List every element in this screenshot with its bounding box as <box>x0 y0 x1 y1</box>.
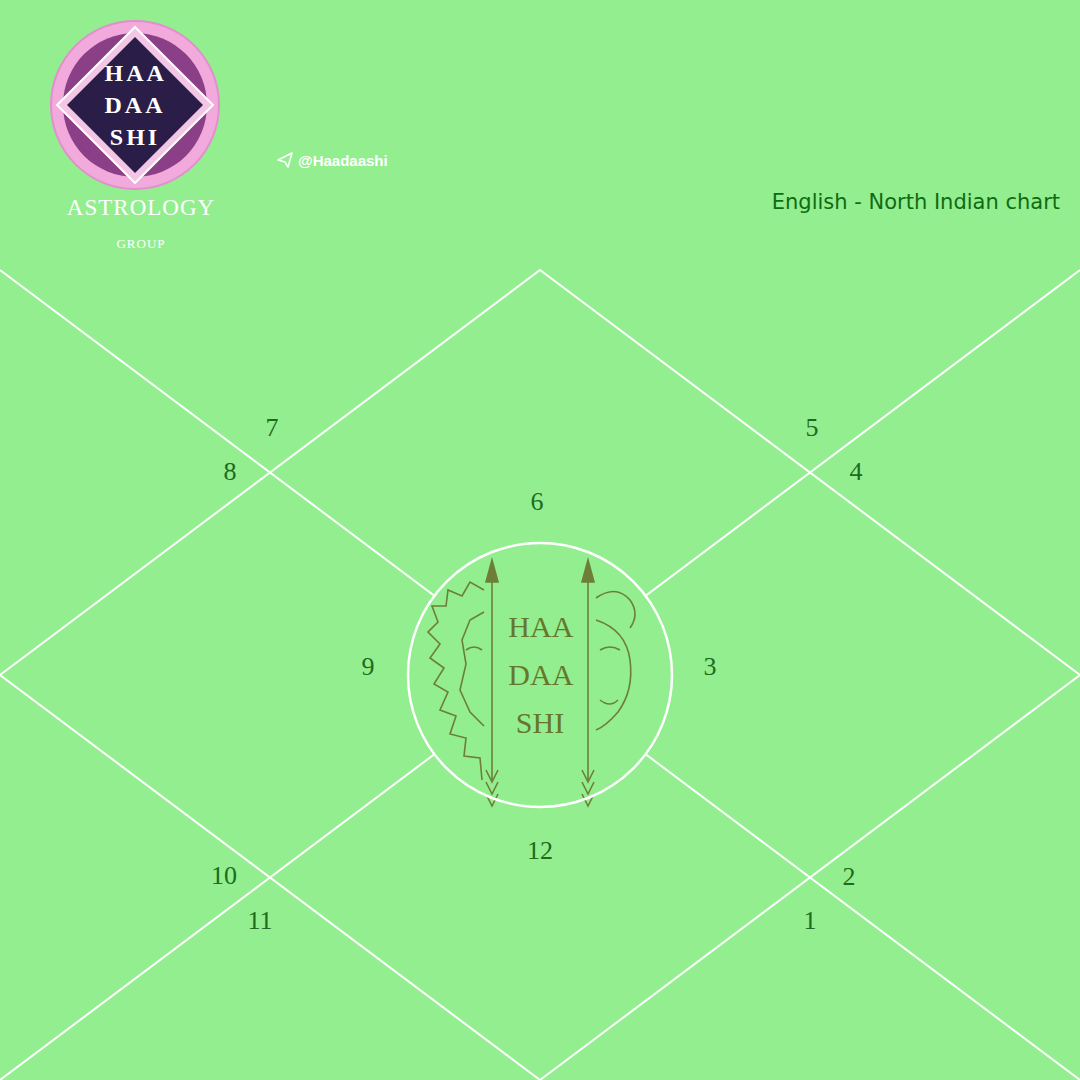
lion-eye <box>466 647 482 650</box>
house-number: 4 <box>850 459 863 485</box>
telegram-icon <box>278 153 292 167</box>
logo-word: GROUP <box>116 237 165 250</box>
lioness-face <box>596 620 631 730</box>
lion-face <box>460 612 484 726</box>
logo-disk <box>51 21 219 189</box>
logo-ring <box>63 33 207 177</box>
lioness-mouth <box>600 700 618 704</box>
house-number: 7 <box>266 415 279 441</box>
logo-inner-diamond <box>67 37 203 173</box>
diagonal-line <box>0 270 1080 1080</box>
diagonal-line <box>0 270 1080 1080</box>
logo-diamond <box>57 27 213 183</box>
house-number: 1 <box>804 908 817 934</box>
center-circle: HAA DAA SHI <box>407 542 673 808</box>
house-number: 10 <box>211 863 237 889</box>
house-number: 2 <box>843 864 856 890</box>
house-number: 6 <box>531 489 544 515</box>
center-disk <box>407 542 673 808</box>
house-number: 8 <box>224 459 237 485</box>
logo-badge: HAA DAA SHI <box>50 20 220 190</box>
arrow-head <box>486 560 498 582</box>
circle-border <box>408 543 672 807</box>
logo-text: HAA DAA SHI <box>104 57 165 153</box>
lion-mane <box>428 582 484 780</box>
chart-title: English - North Indian chart <box>772 190 1060 214</box>
chart-lines <box>0 270 1080 1080</box>
lion-illustration <box>428 560 635 806</box>
arrow-shaft <box>587 568 589 780</box>
arrow-head <box>582 560 594 582</box>
house-number: 3 <box>704 654 717 680</box>
lioness-eye <box>600 647 620 650</box>
house-number: 9 <box>362 654 375 680</box>
logo-word: ASTROLOGY <box>67 196 215 219</box>
house-number: 12 <box>527 838 553 864</box>
house-number: 5 <box>806 415 819 441</box>
house-diamond <box>0 270 1080 1080</box>
telegram-handle: @Haadaashi <box>298 153 388 168</box>
house-number: 11 <box>247 908 272 934</box>
logo-text: HAA DAA SHI <box>508 603 571 747</box>
arrow-shaft <box>491 568 493 780</box>
